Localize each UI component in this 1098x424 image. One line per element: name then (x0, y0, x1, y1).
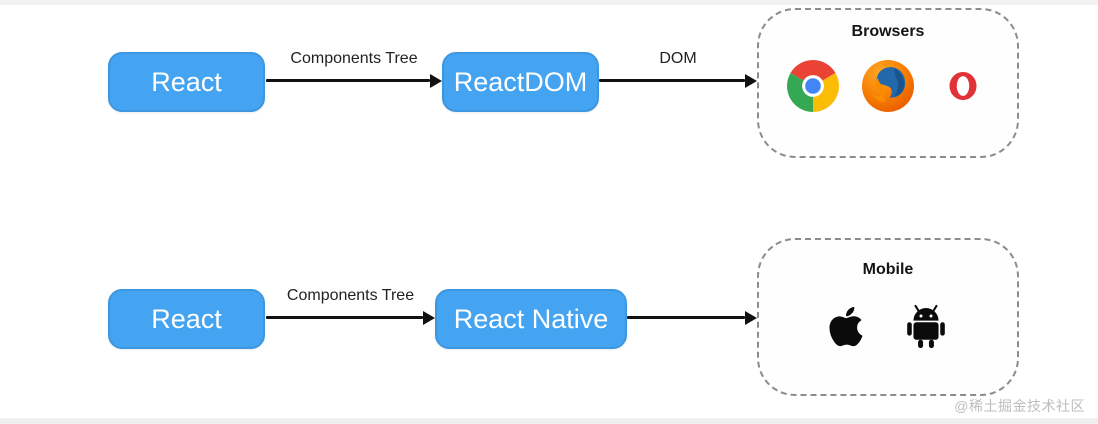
node-react-web: React (108, 52, 265, 112)
opera-icon (949, 71, 977, 101)
group-browsers: Browsers (757, 8, 1019, 158)
edge-label-dom: DOM (659, 50, 697, 67)
node-react-native-label: React Native (453, 303, 609, 334)
group-browsers-title: Browsers (851, 23, 925, 40)
node-reactdom: ReactDOM (442, 52, 599, 112)
arrow-react-to-reactdom (266, 73, 442, 88)
node-reactdom-label: ReactDOM (453, 66, 588, 97)
group-mobile-title: Mobile (862, 261, 914, 278)
android-icon (907, 304, 945, 349)
watermark: @稀土掘金技术社区 (954, 398, 1085, 414)
group-mobile: Mobile (757, 238, 1019, 396)
edge-label-components-tree-mobile: Components Tree (286, 287, 415, 304)
node-react-web-label: React (151, 66, 222, 97)
node-react-mobile: React (108, 289, 265, 349)
mobile-icon-row (759, 303, 1017, 349)
firefox-icon (862, 60, 914, 112)
arrow-reactnative-to-mobile (627, 310, 757, 325)
browsers-icon-row (759, 60, 1017, 112)
chrome-icon (787, 60, 839, 112)
arrow-reactdom-to-browsers (599, 73, 757, 88)
arrow-react-to-reactnative (266, 310, 435, 325)
node-react-native: React Native (435, 289, 627, 349)
edge-label-components-tree-web: Components Tree (290, 50, 418, 67)
apple-icon (829, 306, 863, 346)
node-react-mobile-label: React (151, 303, 222, 334)
